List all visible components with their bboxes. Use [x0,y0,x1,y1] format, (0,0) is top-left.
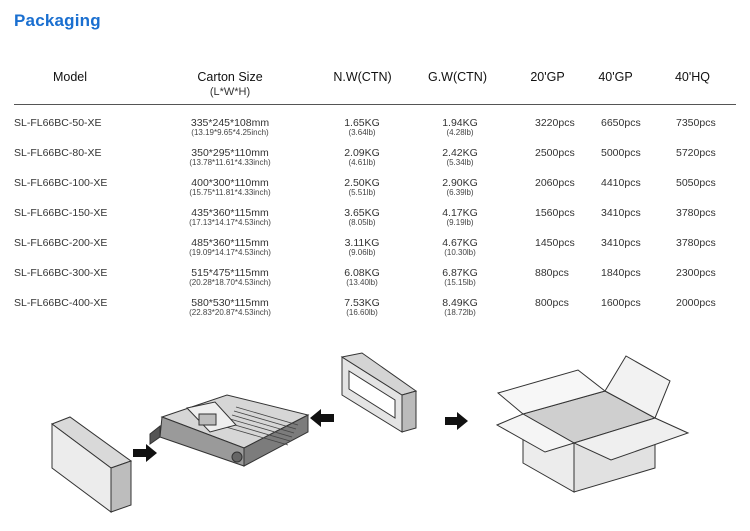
cell-40hq: 5050pcs [676,177,716,189]
cell-gw: 2.42KG [442,147,478,159]
col-header-carton-size: Carton Size [197,70,263,84]
cell-nw: 3.11KG [344,237,380,249]
cell-model: SL-FL66BC-400-XE [14,297,108,309]
cell-nw: 7.53KG [344,297,380,309]
cell-model: SL-FL66BC-100-XE [14,177,108,189]
closed-carton-icon [50,416,133,513]
cell-20gp: 1450pcs [535,237,575,249]
cell-40hq: 2000pcs [676,297,716,309]
cell-40gp: 1840pcs [601,267,641,279]
col-header-model: Model [52,70,88,84]
cell-nw-lb: (13.40lb) [346,278,378,287]
cell-nw-lb: (8.05lb) [348,218,376,227]
col-header-40gp: 40'GP [598,70,633,84]
header-divider [14,104,736,105]
cell-gw: 4.17KG [442,207,478,219]
cell-carton-mm: 485*360*115mm [191,237,269,249]
cell-40gp: 4410pcs [601,177,641,189]
cell-carton-inch: (13.78*11.61*4.33inch) [189,158,271,167]
right-arrow-icon [133,444,157,462]
cell-model: SL-FL66BC-150-XE [14,207,108,219]
cell-nw-lb: (9.06lb) [348,248,376,257]
cell-40gp: 6650pcs [601,117,641,129]
cell-gw: 2.90KG [442,177,478,189]
col-header-carton-dims: (L*W*H) [209,86,251,98]
cell-nw-lb: (4.61lb) [348,158,376,167]
cell-carton-inch: (15.75*11.81*4.33inch) [189,188,271,197]
cell-carton-inch: (19.09*14.17*4.53inch) [189,248,271,257]
cell-20gp: 3220pcs [535,117,575,129]
cell-model: SL-FL66BC-200-XE [14,237,108,249]
cell-40hq: 5720pcs [676,147,716,159]
cell-carton-mm: 335*245*108mm [190,117,270,129]
cell-20gp: 1560pcs [535,207,575,219]
left-arrow-icon [310,409,334,427]
cell-gw: 4.67KG [442,237,478,249]
cell-40hq: 2300pcs [676,267,716,279]
col-header-40hq: 40'HQ [674,70,711,84]
cell-40hq: 7350pcs [676,117,716,129]
cell-gw: 8.49KG [442,297,478,309]
col-header-gw: G.W(CTN) [427,70,487,84]
cell-carton-mm: 435*360*115mm [191,207,269,219]
cell-gw-lb: (10.30lb) [444,248,476,257]
cell-40gp: 3410pcs [601,237,641,249]
floodlight-product-icon [149,394,310,467]
cell-nw: 2.50KG [344,177,380,189]
cell-40gp: 1600pcs [601,297,641,309]
section-title: Packaging [14,11,101,30]
cell-nw: 3.65KG [344,207,380,219]
cell-40hq: 3780pcs [676,207,716,219]
cell-carton-mm: 580*530*115mm [191,297,269,309]
cell-model: SL-FL66BC-300-XE [14,267,108,279]
cell-carton-inch: (22.83*20.87*4.53inch) [189,308,271,317]
cell-20gp: 2060pcs [535,177,575,189]
cell-20gp: 2500pcs [535,147,575,159]
inner-box-sleeve-icon [340,352,418,433]
cell-carton-inch: (20.28*18.70*4.53inch) [189,278,271,287]
cell-gw-lb: (6.39lb) [446,188,474,197]
cell-20gp: 800pcs [535,297,569,309]
cell-40gp: 3410pcs [601,207,641,219]
open-carton-icon [495,355,690,493]
cell-nw-lb: (5.51lb) [348,188,376,197]
cell-carton-mm: 350*295*110mm [191,147,269,159]
cell-nw-lb: (3.64lb) [348,128,376,137]
cell-gw-lb: (4.28lb) [446,128,474,137]
col-header-20gp: 20'GP [530,70,565,84]
cell-gw-lb: (15.15lb) [444,278,476,287]
cell-nw: 2.09KG [344,147,380,159]
cell-carton-mm: 400*300*110mm [191,177,269,189]
col-header-nw: N.W(CTN) [333,70,392,84]
cell-gw-lb: (5.34lb) [446,158,474,167]
cell-40hq: 3780pcs [676,237,716,249]
cell-model: SL-FL66BC-80-XE [14,147,102,159]
cell-gw: 6.87KG [442,267,478,279]
cell-carton-mm: 515*475*115mm [191,267,269,279]
cell-nw: 6.08KG [344,267,380,279]
cell-gw: 1.94KG [442,117,478,129]
cell-20gp: 880pcs [535,267,569,279]
cell-nw: 1.65KG [344,117,380,129]
cell-gw-lb: (9.19lb) [446,218,474,227]
cell-gw-lb: (18.72lb) [444,308,476,317]
right-arrow-icon-2 [445,412,468,430]
cell-nw-lb: (16.60lb) [346,308,378,317]
cell-model: SL-FL66BC-50-XE [14,117,102,129]
cell-40gp: 5000pcs [601,147,641,159]
cell-carton-inch: (13.19*9.65*4.25inch) [191,128,269,137]
cell-carton-inch: (17.13*14.17*4.53inch) [189,218,271,227]
